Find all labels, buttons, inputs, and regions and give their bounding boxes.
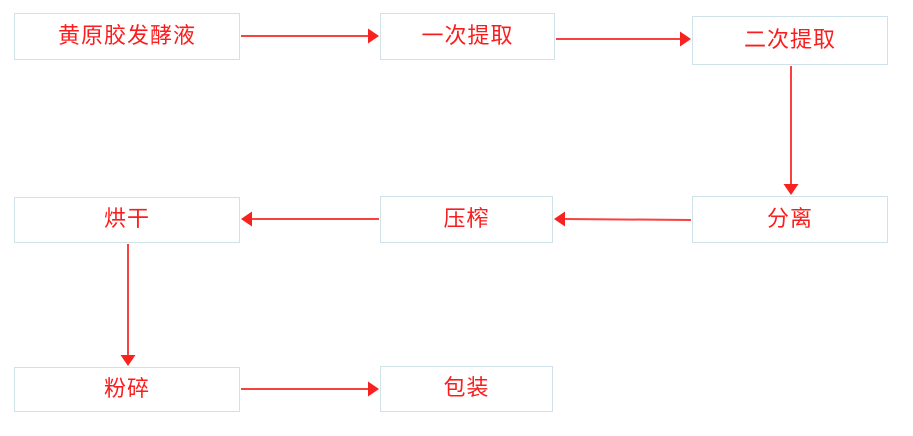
flow-node-label: 黄原胶发酵液 [57,23,196,49]
flow-node-label: 分离 [766,206,813,232]
edge-arrowhead-icon [783,184,799,195]
flow-edge-e3 [783,66,799,195]
flow-node-fermentation[interactable]: 黄原胶发酵液 [14,13,240,60]
flow-edge-e6 [120,244,136,366]
flow-node-label: 烘干 [103,207,150,232]
flow-node-extract1[interactable]: 一次提取 [380,13,555,60]
edge-arrowhead-icon [680,31,691,47]
flow-node-packaging[interactable]: 包装 [380,366,553,412]
flow-edge-e1 [241,28,379,44]
edge-arrowhead-icon [241,211,252,227]
edge-arrowhead-icon [554,211,565,227]
flow-node-label: 粉碎 [103,376,150,402]
flow-node-drying[interactable]: 烘干 [14,197,240,243]
flow-node-label: 压榨 [443,206,490,232]
flow-node-separation[interactable]: 分离 [692,196,888,243]
flow-edge-e2 [556,31,691,47]
flow-node-extract2[interactable]: 二次提取 [692,16,888,65]
edge-line [564,218,692,221]
flow-edge-e5 [241,211,379,227]
flow-edge-e7 [241,381,379,397]
flow-node-crushing[interactable]: 粉碎 [14,367,240,412]
edge-arrowhead-icon [368,381,379,397]
flow-node-pressing[interactable]: 压榨 [380,196,553,243]
flow-node-label: 包装 [443,376,490,401]
edge-arrowhead-icon [368,28,379,44]
flow-node-label: 二次提取 [743,27,836,53]
flow-edge-e4 [554,211,692,227]
flow-node-label: 一次提取 [421,23,514,49]
edge-arrowhead-icon [120,355,136,366]
